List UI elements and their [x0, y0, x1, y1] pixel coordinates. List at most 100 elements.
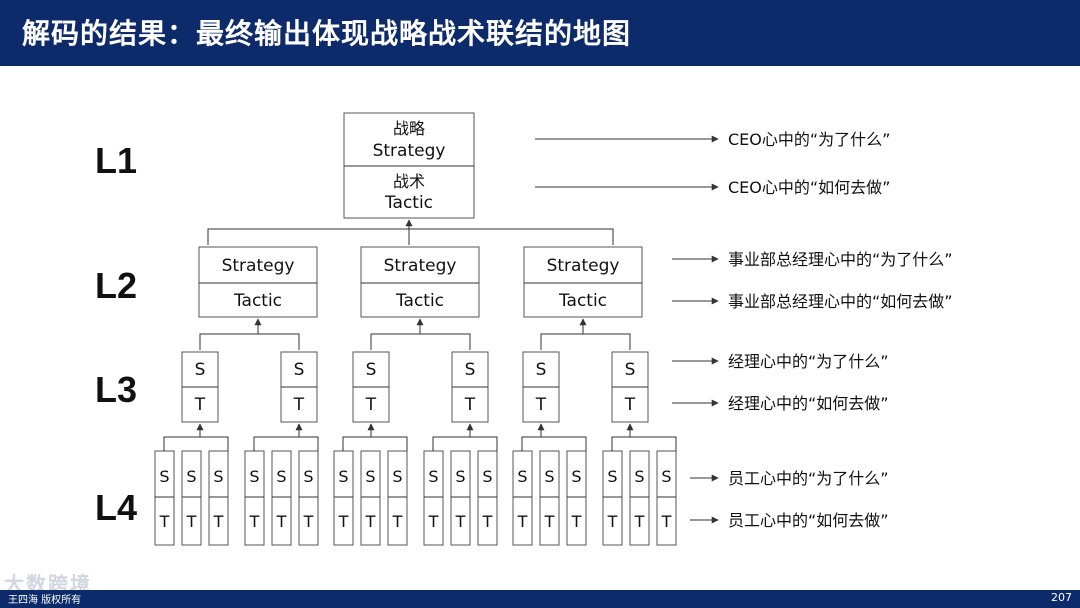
l4-t-label: T	[661, 512, 672, 531]
annotation-label: 事业部总经理心中的“为了什么”	[728, 250, 953, 269]
l4-t-label: T	[276, 512, 287, 531]
l4-s-label: S	[249, 467, 259, 486]
l4-box	[181, 450, 202, 546]
l4-s-label: S	[428, 467, 438, 486]
l4-box	[539, 450, 560, 546]
l2-strategy-label: Strategy	[384, 256, 457, 276]
l4-box	[450, 450, 471, 546]
l4-s-label: S	[517, 467, 527, 486]
l2-box	[360, 246, 480, 318]
l4-connector	[432, 436, 498, 451]
l2-box	[198, 246, 318, 318]
slide-title: 解码的结果：最终输出体现战略战术联结的地图	[22, 17, 632, 50]
l4-box	[298, 450, 319, 546]
diagram-labels: 战略Strategy战术TacticStrategyTacticStrategy…	[159, 119, 953, 531]
l3-t-label: T	[535, 395, 547, 415]
l4-box	[360, 450, 381, 546]
annotation-label: 经理心中的“为了什么”	[728, 352, 889, 371]
level-label-l4: L4	[95, 487, 137, 528]
l4-t-label: T	[303, 512, 314, 531]
l2-tactic-label: Tactic	[233, 291, 282, 311]
l4-connector	[611, 436, 677, 451]
l4-t-label: T	[607, 512, 618, 531]
l4-t-label: T	[338, 512, 349, 531]
l4-t-label: T	[159, 512, 170, 531]
l4-box	[566, 450, 587, 546]
l4-t-label: T	[186, 512, 197, 531]
l4-s-label: S	[392, 467, 402, 486]
l2-strategy-label: Strategy	[222, 256, 295, 276]
l4-t-label: T	[249, 512, 260, 531]
l3-connector	[199, 333, 300, 350]
l4-box	[271, 450, 292, 546]
l1-tactic-en: Tactic	[384, 193, 433, 213]
l4-box	[477, 450, 498, 546]
l3-t-label: T	[365, 395, 377, 415]
l1-strategy-en: Strategy	[373, 141, 446, 161]
l3-s-label: S	[294, 360, 305, 380]
l1-tactic-zh: 战术	[393, 172, 425, 191]
l4-s-label: S	[159, 467, 169, 486]
l4-s-label: S	[544, 467, 554, 486]
l3-t-label: T	[194, 395, 206, 415]
l4-s-label: S	[338, 467, 348, 486]
annotation-label: 员工心中的“如何去做”	[728, 511, 889, 530]
l4-s-label: S	[607, 467, 617, 486]
l4-connector	[342, 436, 408, 451]
l4-s-label: S	[455, 467, 465, 486]
l3-s-label: S	[536, 360, 547, 380]
l4-box	[656, 450, 677, 546]
l3-t-label: T	[293, 395, 305, 415]
l2-tactic-label: Tactic	[395, 291, 444, 311]
l4-connector	[163, 436, 229, 451]
page-number: 207	[1051, 591, 1072, 604]
annotation-label: CEO心中的“如何去做”	[728, 178, 890, 197]
l3-t-label: T	[624, 395, 636, 415]
footer-bar: 王四海 版权所有 207	[0, 590, 1080, 608]
l2-strategy-label: Strategy	[547, 256, 620, 276]
annotation-label: 员工心中的“为了什么”	[728, 469, 889, 488]
l4-t-label: T	[544, 512, 555, 531]
l4-t-label: T	[213, 512, 224, 531]
l4-connector	[253, 436, 319, 451]
l1-strategy-zh: 战略	[393, 119, 425, 138]
diagram-nodes	[154, 112, 677, 546]
level-label-l1: L1	[95, 140, 137, 181]
l2-tactic-label: Tactic	[558, 291, 607, 311]
l3-s-label: S	[625, 360, 636, 380]
l4-t-label: T	[365, 512, 376, 531]
l4-box	[629, 450, 650, 546]
title-bar: 解码的结果：最终输出体现战略战术联结的地图	[0, 0, 1080, 66]
l4-box	[208, 450, 229, 546]
l4-box	[387, 450, 408, 546]
annotation-label: 经理心中的“如何去做”	[728, 394, 889, 413]
l4-s-label: S	[276, 467, 286, 486]
l4-s-label: S	[213, 467, 223, 486]
level-label-l2: L2	[95, 265, 137, 306]
l3-s-label: S	[195, 360, 206, 380]
annotation-label: 事业部总经理心中的“如何去做”	[728, 292, 953, 311]
copyright-text: 王四海 版权所有	[8, 595, 82, 606]
l4-s-label: S	[186, 467, 196, 486]
l4-t-label: T	[517, 512, 528, 531]
l4-t-label: T	[392, 512, 403, 531]
l4-t-label: T	[571, 512, 582, 531]
l4-t-label: T	[428, 512, 439, 531]
l2-connector	[207, 228, 614, 245]
l4-t-label: T	[482, 512, 493, 531]
l2-box	[523, 246, 643, 318]
l3-t-label: T	[464, 395, 476, 415]
l3-s-label: S	[465, 360, 476, 380]
level-label-l3: L3	[95, 369, 137, 410]
l4-connector	[521, 436, 587, 451]
l4-t-label: T	[455, 512, 466, 531]
l4-t-label: T	[634, 512, 645, 531]
l3-connector	[370, 333, 471, 350]
annotation-label: CEO心中的“为了什么”	[728, 130, 890, 149]
l4-s-label: S	[365, 467, 375, 486]
l4-s-label: S	[482, 467, 492, 486]
l4-s-label: S	[634, 467, 644, 486]
l4-s-label: S	[303, 467, 313, 486]
l3-s-label: S	[366, 360, 377, 380]
diagram-connectors	[155, 135, 719, 524]
